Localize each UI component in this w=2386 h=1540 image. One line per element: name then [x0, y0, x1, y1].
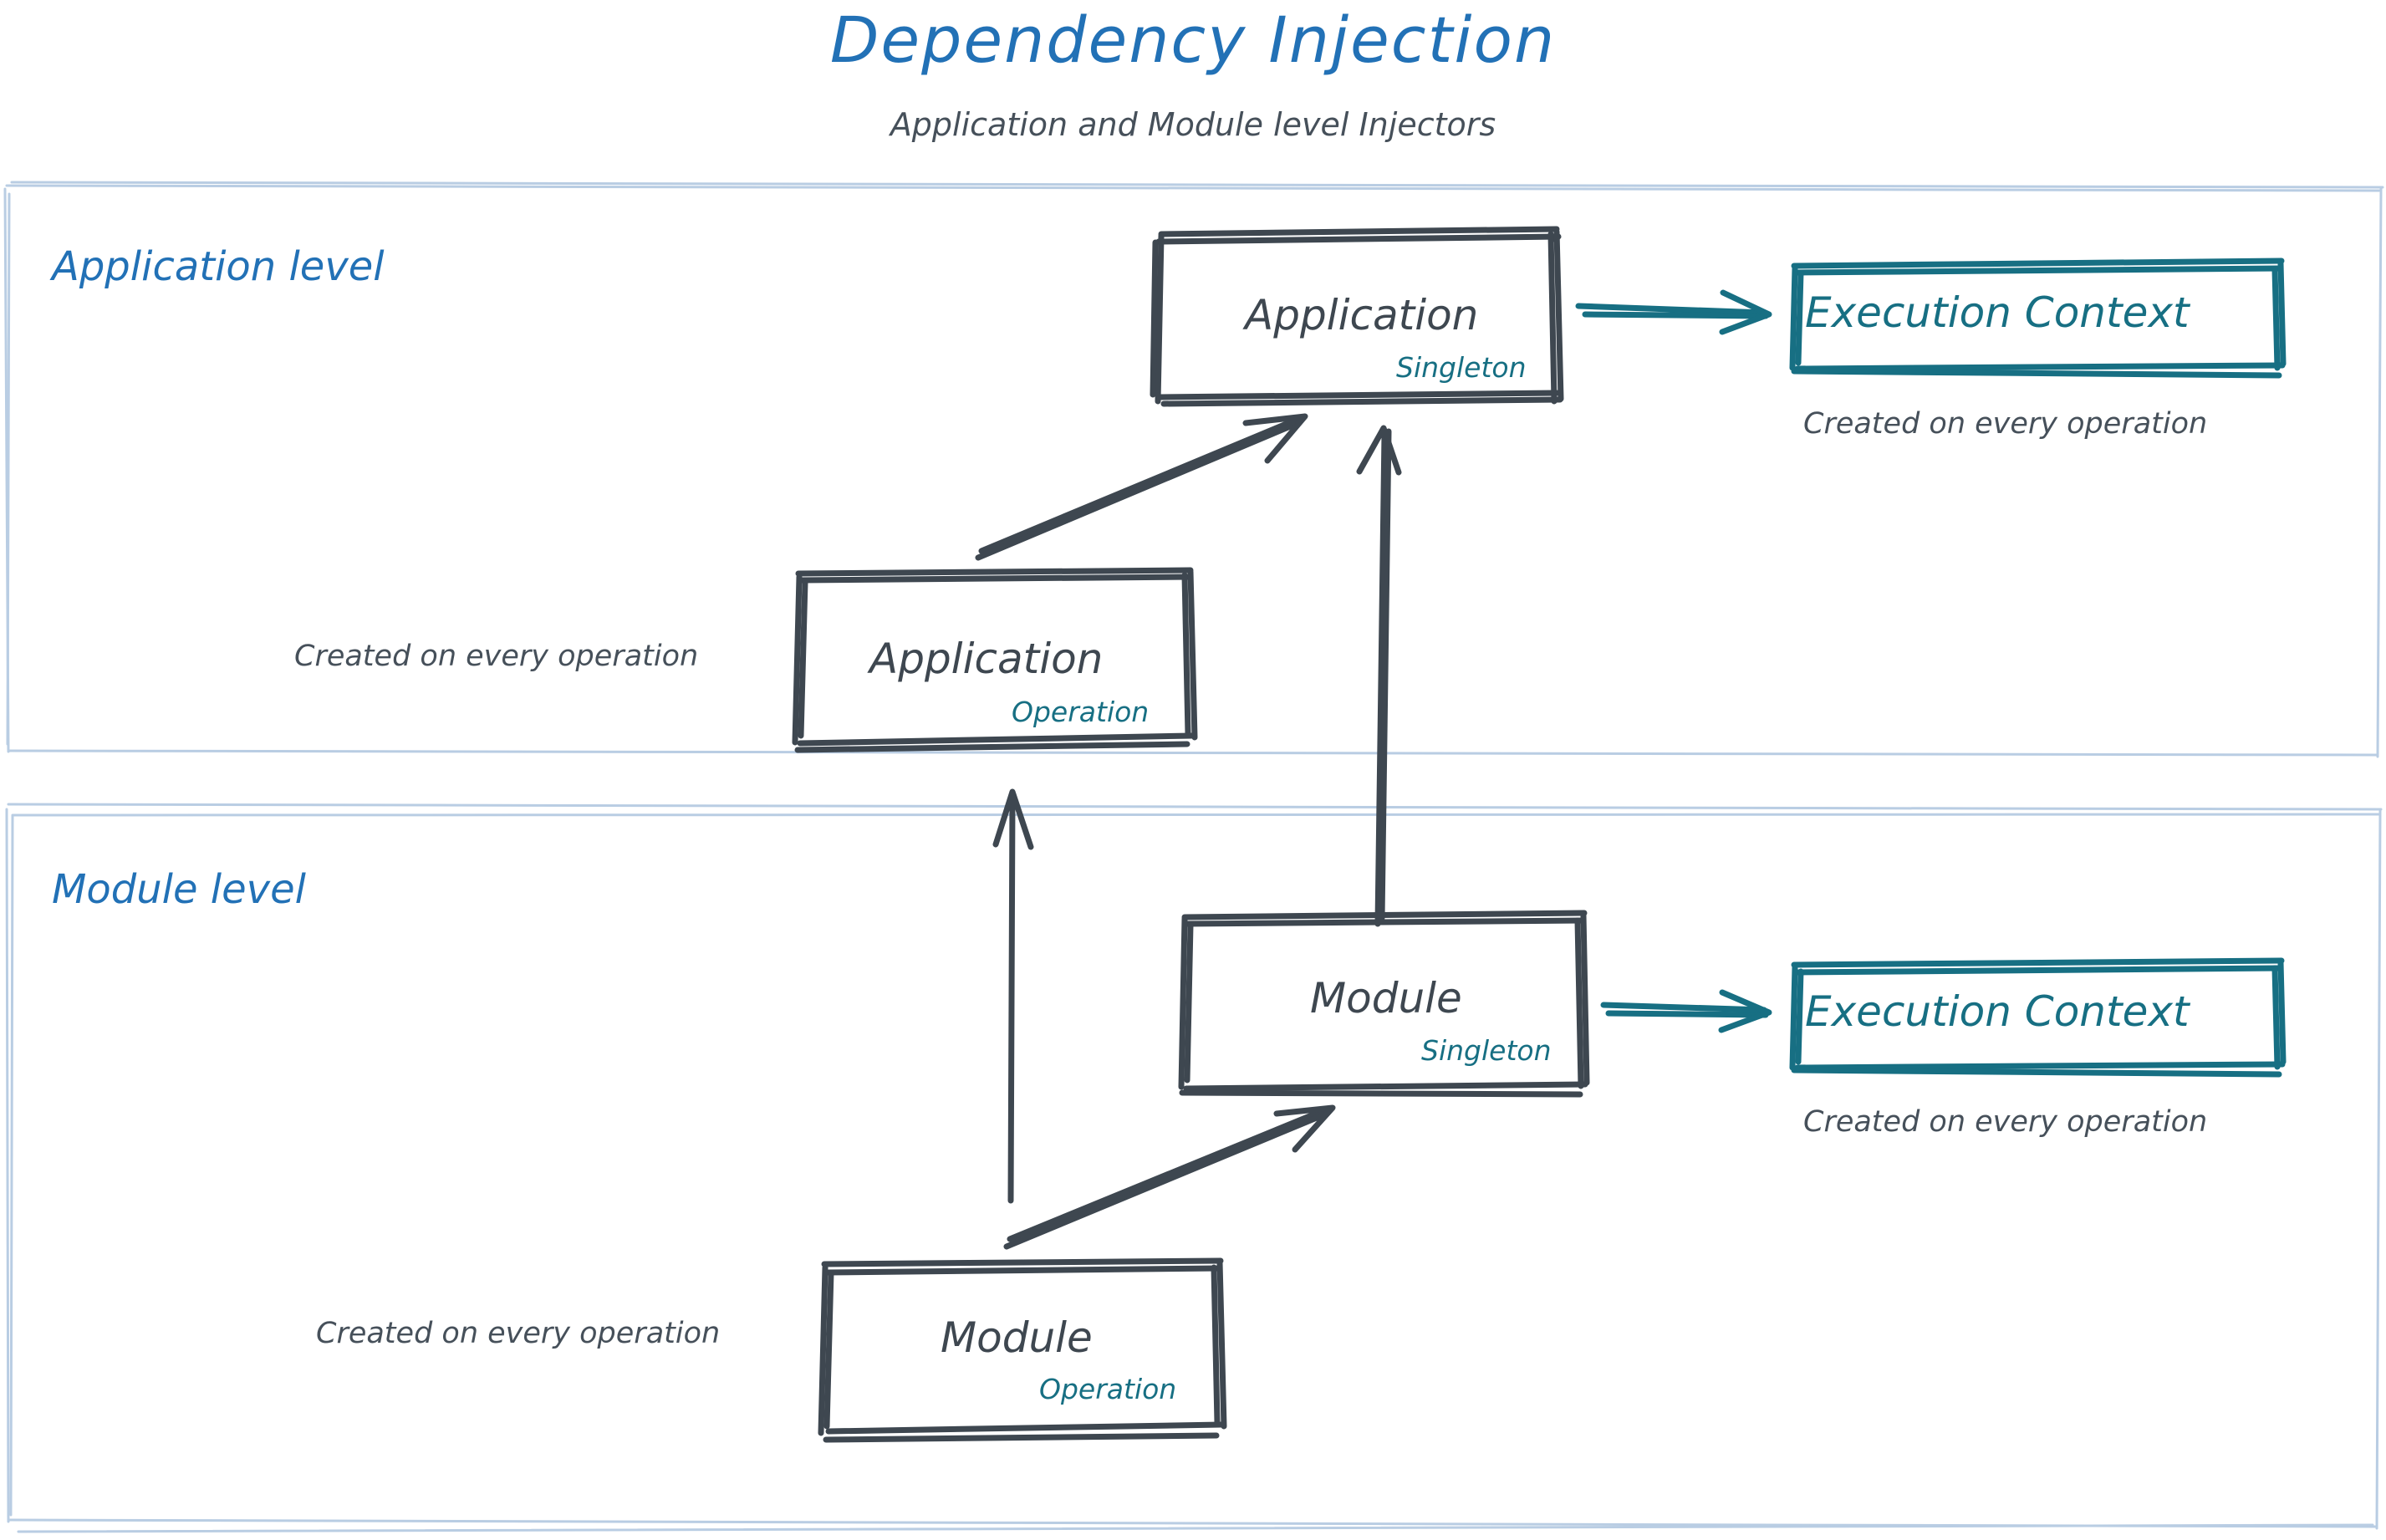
note-application-operation: Created on every operation — [294, 640, 699, 673]
note-execution-context-module: Created on every operation — [1803, 1105, 2208, 1139]
node-title-application-operation: Application — [869, 635, 1104, 683]
node-scope-module-singleton: Singleton — [1421, 1034, 1552, 1067]
node-scope-application-operation: Operation — [1012, 696, 1150, 728]
edge-application-to-execution-context — [1575, 289, 1772, 335]
node-title-module-operation: Module — [941, 1313, 1093, 1362]
node-title-execution-context-application: Execution Context — [1805, 288, 2190, 337]
node-scope-module-operation: Operation — [1039, 1373, 1177, 1405]
node-title-application-singleton: Application — [1245, 291, 1479, 339]
page-title: Dependency Injection — [829, 3, 1557, 77]
edge-module-operation-to-application-operation — [992, 788, 1034, 1204]
node-title-module-singleton: Module — [1310, 974, 1462, 1022]
node-scope-application-singleton: Singleton — [1396, 351, 1527, 384]
edge-module-to-execution-context — [1600, 989, 1772, 1033]
note-execution-context-application: Created on every operation — [1803, 407, 2208, 441]
edge-module-operation-to-module-singleton — [1003, 1104, 1336, 1250]
section-label-application-level: Application level — [52, 243, 385, 290]
page-subtitle: Application and Module level Injectors — [890, 106, 1496, 143]
edge-module-singleton-to-application-singleton — [1356, 425, 1402, 927]
note-module-operation: Created on every operation — [316, 1317, 721, 1350]
container-module-level — [5, 803, 2383, 1533]
section-label-module-level: Module level — [52, 866, 306, 913]
node-title-execution-context-module: Execution Context — [1805, 987, 2190, 1036]
edge-application-operation-to-application-singleton — [975, 413, 1308, 561]
